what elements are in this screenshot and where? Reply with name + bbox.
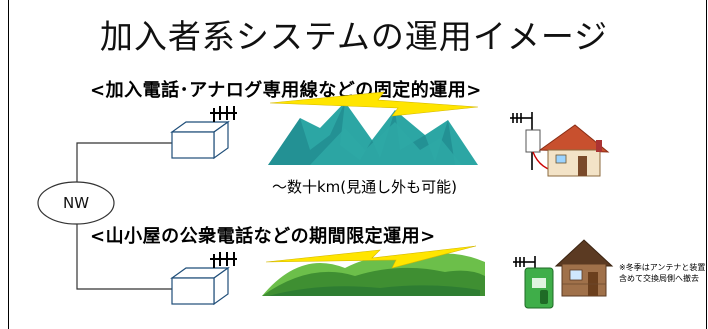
frame-right-border bbox=[706, 0, 707, 329]
house-icon bbox=[538, 124, 610, 177]
antenna-icon-upper bbox=[210, 106, 237, 122]
mountains-teal bbox=[268, 102, 478, 165]
winter-removal-note-line-1: ※冬季はアンテナと装置 bbox=[619, 263, 706, 272]
range-note: ～数十km(見通し外も可能) bbox=[272, 178, 458, 196]
section2-heading: <山小屋の公衆電話などの期間限定運用> bbox=[90, 226, 436, 247]
terminal-antenna-icon-lower bbox=[513, 256, 536, 275]
frame-left-border bbox=[8, 0, 9, 329]
hills-green bbox=[262, 253, 485, 296]
network-wiring bbox=[76, 142, 172, 290]
wire-to-lower-box bbox=[76, 223, 172, 290]
radio-link-bolt-lower bbox=[265, 245, 477, 269]
slide-title: 加入者系システムの運用イメージ bbox=[99, 17, 609, 56]
section1-heading: <加入電話･アナログ専用線などの固定的運用> bbox=[90, 80, 482, 101]
network-label: NW bbox=[62, 194, 90, 212]
antenna-icon-lower bbox=[210, 252, 237, 268]
network-node bbox=[37, 181, 115, 225]
terminal-box-upper bbox=[525, 129, 541, 153]
wire-to-upper-box bbox=[76, 142, 172, 183]
public-phone-icon bbox=[524, 267, 554, 309]
mountain-hut-icon bbox=[554, 239, 614, 297]
winter-removal-note-line-2: 含めて交換局側へ撤去 bbox=[619, 274, 699, 283]
base-station-box-lower bbox=[170, 266, 230, 306]
radio-link-bolt-upper bbox=[269, 91, 479, 117]
winter-removal-note: ※冬季はアンテナと装置 含めて交換局側へ撤去 bbox=[619, 262, 707, 284]
base-station-box-upper bbox=[170, 120, 230, 160]
